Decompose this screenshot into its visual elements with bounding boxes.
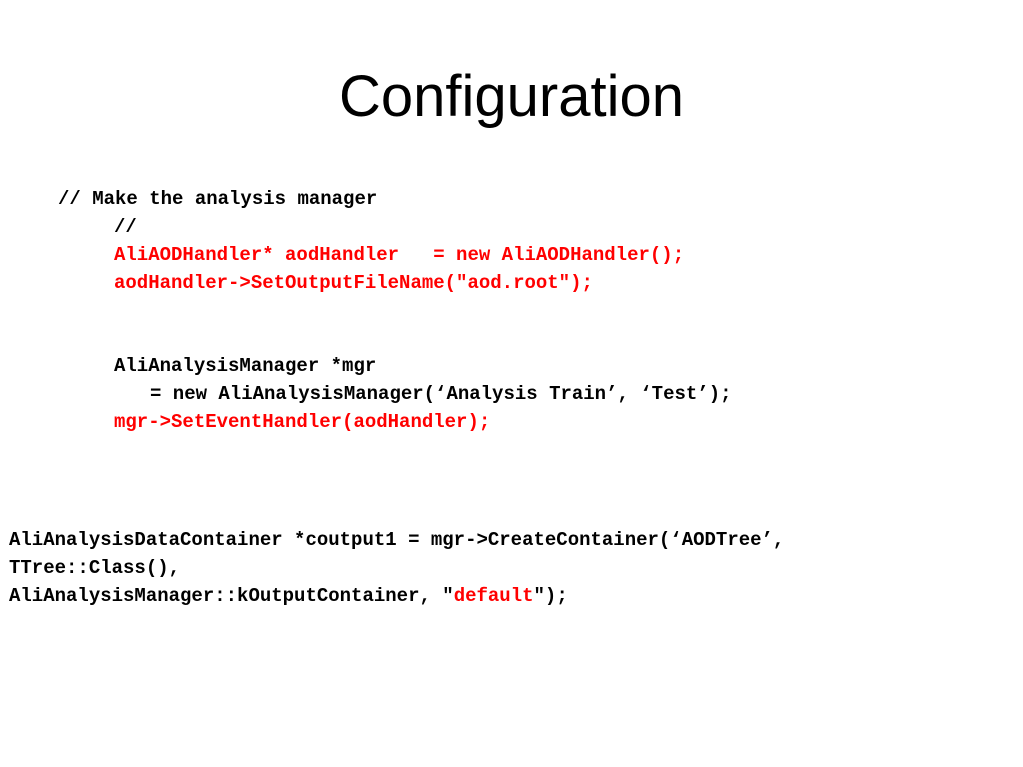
- default-keyword: default: [453, 585, 534, 607]
- ttree-class-line: TTree::Class(),: [9, 557, 181, 579]
- set-event-handler-line: mgr->SetEventHandler(aodHandler);: [114, 411, 491, 433]
- manager-instantiation: = new AliAnalysisManager(‘Analysis Train…: [150, 383, 732, 405]
- comment-make-manager: // Make the analysis manager: [58, 188, 378, 210]
- set-output-filename-line: aodHandler->SetOutputFileName("aod.root"…: [114, 272, 593, 294]
- manager-declaration: AliAnalysisManager *mgr: [114, 355, 377, 377]
- slide-title: Configuration: [339, 64, 684, 129]
- output-container-suffix: ");: [533, 585, 568, 607]
- aod-handler-declaration: AliAODHandler* aodHandler = new AliAODHa…: [114, 244, 685, 266]
- output-container-line: AliAnalysisManager::kOutputContainer, "d…: [9, 582, 568, 610]
- comment-empty: //: [114, 216, 137, 238]
- create-container-line: AliAnalysisDataContainer *coutput1 = mgr…: [9, 529, 785, 551]
- output-container-prefix: AliAnalysisManager::kOutputContainer, ": [9, 585, 454, 607]
